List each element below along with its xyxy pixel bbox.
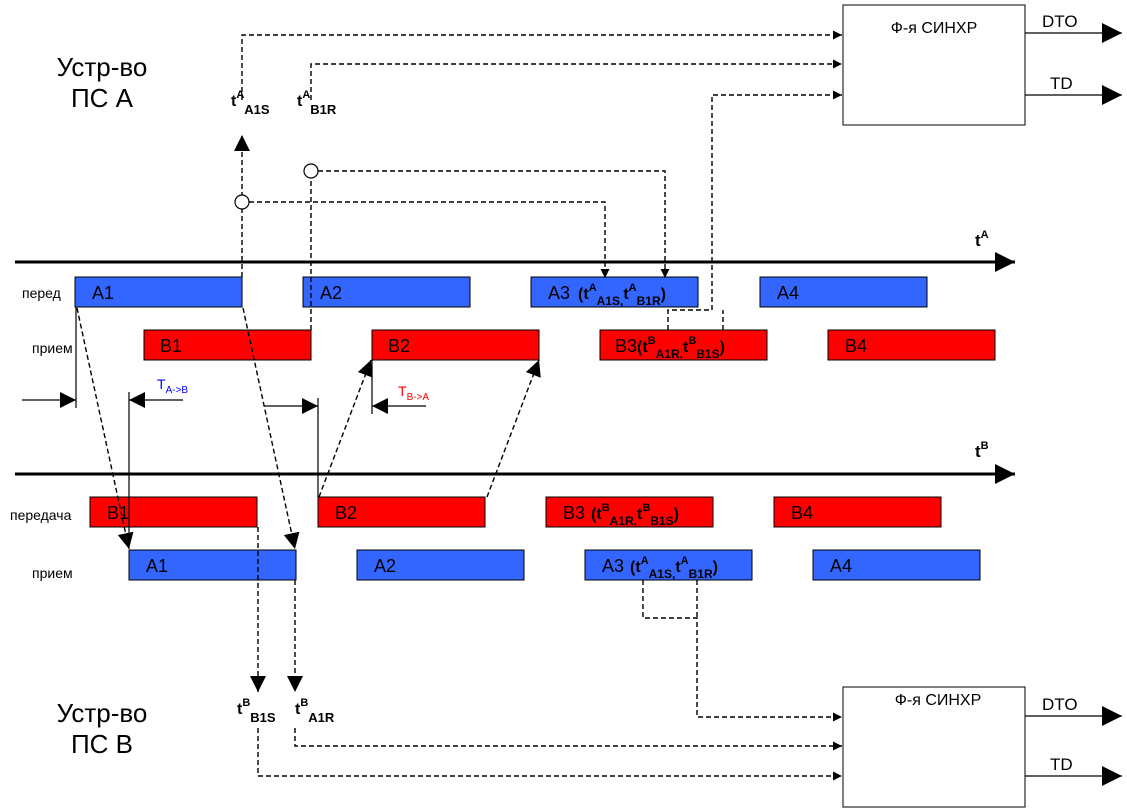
time-axis-a-label: tA: [975, 229, 989, 250]
bar-a-recv-b1: [143, 329, 312, 361]
device-a-label-line2: ПС А: [71, 83, 134, 113]
bar-a-send-a2: [302, 276, 471, 308]
bar-a-send-a4: [759, 276, 928, 308]
bar-row-b-send: B1 B2 B3(tBA1R,tBB1S) B4: [89, 496, 942, 528]
device-b-label-line1: Устр-во: [57, 698, 148, 728]
bar-label-a-send-a2: A2: [320, 283, 342, 303]
bar-label-b-send-b3: B3(tBA1R,tBB1S): [563, 502, 679, 528]
delay-indicator-b-to-a: TB->A: [264, 360, 429, 497]
bar-label-a-send-a1: A1: [92, 283, 114, 303]
bar-b-recv-a1: [128, 549, 297, 581]
delay-ab-label: TA->B: [157, 376, 188, 396]
input-b1s-to-sync-b: [257, 728, 842, 781]
stamp-a-b1r-label: tAB1R: [297, 89, 337, 117]
sync-a-dto-label: DTO: [1042, 12, 1078, 31]
bar-label-b-recv-a1: A1: [146, 556, 168, 576]
sync-function-box-b: Ф-я СИНХР: [842, 686, 1026, 808]
bar-b-recv-a2: [356, 549, 525, 581]
bar-b-send-b2: [317, 496, 486, 528]
stamp-a-b1r-node: [303, 163, 319, 179]
stamp-a-a1s-label: tAA1S: [231, 89, 270, 117]
path-b2-to-a-end: [486, 359, 541, 498]
bar-label-b-send-b2: B2: [335, 503, 357, 523]
input-b1r-to-sync-a: [310, 59, 842, 100]
row-label-a-send: перед: [22, 285, 61, 301]
bar-b-send-b3: [545, 496, 714, 528]
path-a1-to-b-end: [242, 307, 300, 550]
bar-label-b-recv-a4: A4: [830, 556, 852, 576]
bar-row-b-recv: A1 A2 A3(tAA1S,tAB1R) A4: [128, 549, 981, 581]
stamp-a-a1s-node: [234, 194, 250, 210]
device-b-label-line2: ПС В: [71, 729, 133, 759]
bar-a-recv-b3: [599, 329, 768, 361]
input-b3-payload-to-sync-a: [667, 90, 842, 330]
bar-label-b-recv-a2: A2: [374, 556, 396, 576]
path-b1r-into-a3: [318, 170, 670, 278]
bar-b-send-b4: [773, 496, 942, 528]
sync-b-dto-label: DTO: [1042, 695, 1078, 714]
bar-label-a-recv-b3: B3(tBA1R,tBB1S): [615, 335, 725, 361]
delay-ba-label: TB->A: [398, 383, 429, 403]
device-a-label-line1: Устр-во: [57, 52, 148, 82]
bar-row-a-recv: B1 B2 B3(tBA1R,tBB1S) B4: [143, 329, 996, 361]
bar-a-send-a3: [530, 276, 699, 308]
sync-b-td-label: TD: [1050, 755, 1073, 774]
path-b2-to-a-start: [318, 359, 373, 498]
bar-label-a-send-a3: A3(tAA1S,tAB1R): [548, 282, 666, 308]
row-label-b-recv: прием: [32, 565, 73, 581]
bar-b-send-b1: [89, 496, 258, 528]
bar-a-recv-b2: [371, 329, 540, 361]
input-a1s-to-sync-a: [241, 30, 842, 100]
sync-box-b-frame: [842, 686, 1026, 808]
sync-a-td-label: TD: [1050, 74, 1073, 93]
delay-indicator-a-to-b: TA->B: [22, 307, 188, 549]
path-a1-to-b-start: [76, 307, 134, 550]
stamp-b-a1r-label: tBA1R: [295, 697, 335, 725]
bar-b-recv-a4: [812, 549, 981, 581]
bar-row-a-send: A1 A2 A3(tAA1S,tAB1R) A4: [74, 276, 928, 308]
bar-a-send-a1: [74, 276, 243, 308]
bar-label-a-recv-b1: B1: [160, 336, 182, 356]
sync-box-a-title: Ф-я СИНХР: [891, 20, 978, 37]
bar-label-a-send-a4: A4: [777, 283, 799, 303]
sync-box-a-frame: [842, 4, 1026, 126]
bar-a-recv-b4: [827, 329, 996, 361]
row-label-a-recv: прием: [32, 340, 73, 356]
path-a1s-into-a3: [249, 201, 610, 278]
bar-label-b-recv-a3: A3(tAA1S,tAB1R): [602, 555, 718, 581]
input-a1r-to-sync-b: [294, 728, 842, 751]
row-label-b-send: передача: [10, 507, 72, 523]
sync-box-b-title: Ф-я СИНХР: [895, 692, 982, 709]
bar-label-a-recv-b4: B4: [845, 336, 867, 356]
stamp-b-b1s-label: tBB1S: [237, 697, 276, 725]
bar-b-recv-a3: [584, 549, 753, 581]
input-a3-payload-to-sync-b: [642, 580, 842, 722]
sync-function-box-a: Ф-я СИНХР: [842, 4, 1026, 126]
bar-label-a-recv-b2: B2: [388, 336, 410, 356]
time-axis-b-label: tB: [975, 440, 989, 461]
bar-label-b-send-b1: B1: [107, 503, 129, 523]
bar-label-b-send-b4: B4: [791, 503, 813, 523]
